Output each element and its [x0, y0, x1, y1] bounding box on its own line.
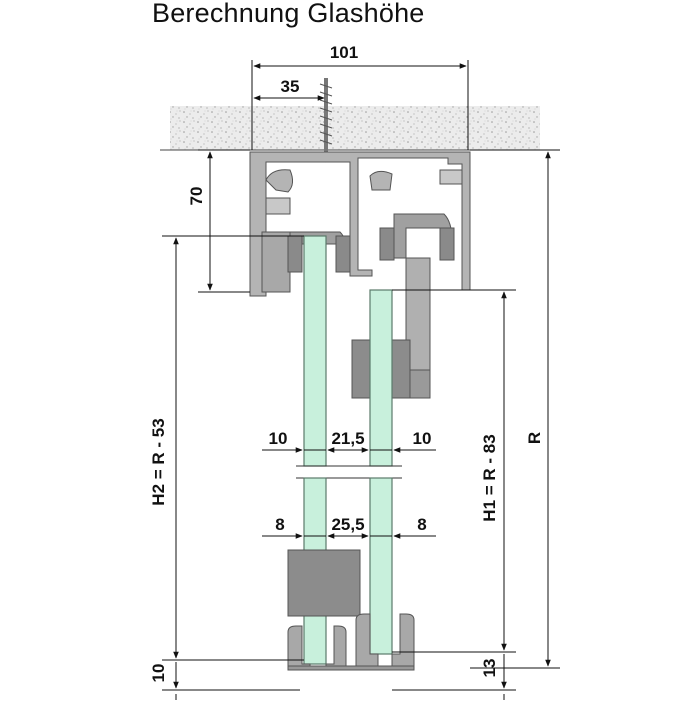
dim-glass-right-lower: 8: [417, 515, 426, 534]
dim-h2-formula: H2 = R - 53: [149, 418, 168, 505]
dimension-lines: [162, 60, 560, 700]
dim-gap-upper: 21,5: [331, 429, 364, 448]
dim-glass-left-upper: 10: [269, 429, 288, 448]
dim-bottom-left: 10: [149, 664, 168, 683]
glass-panel-right: [369, 289, 393, 467]
bottom-guide: [287, 549, 415, 671]
dim-r: R: [525, 432, 544, 444]
upper-right-carrier: [351, 213, 455, 399]
ceiling: [160, 106, 540, 151]
glass-panel-left: [303, 235, 327, 467]
dim-glass-left-lower: 8: [275, 515, 284, 534]
dim-bottom-right: 13: [480, 659, 499, 678]
dim-overall-width: 101: [330, 43, 358, 62]
top-rail-profile: [249, 151, 471, 297]
break-lines: [296, 465, 402, 479]
diagram-title: Berechnung Glashöhe: [152, 0, 425, 28]
dim-h1-formula: H1 = R - 83: [480, 434, 499, 521]
dimension-labels: 101 35 70 21,5 10 10 25,5 8 8 10 13 H2 =…: [149, 43, 544, 682]
dim-glass-right-upper: 10: [413, 429, 432, 448]
dim-offset: 35: [281, 77, 300, 96]
dim-rail-height: 70: [187, 187, 206, 206]
dim-gap-lower: 25,5: [331, 515, 364, 534]
